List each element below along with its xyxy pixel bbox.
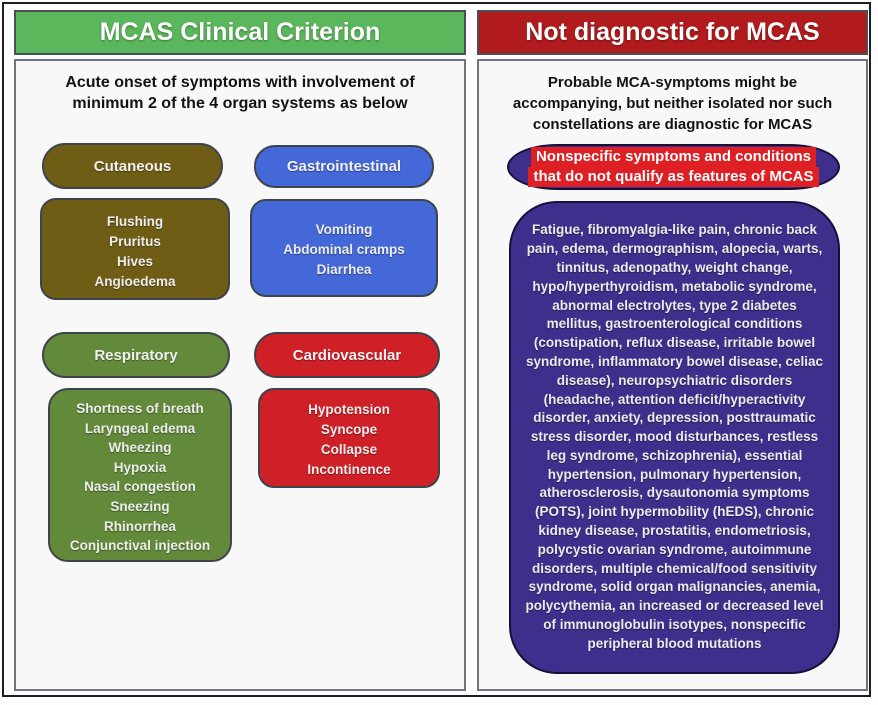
symptom-line: Shortness of breath bbox=[76, 401, 204, 416]
symptom-line: Nasal congestion bbox=[84, 479, 196, 495]
right-panel-title: Not diagnostic for MCAS bbox=[525, 18, 820, 46]
symptom-line: Incontinence bbox=[307, 462, 391, 477]
nonspecific-conditions-text: Fatigue, fibromyalgia-like pain, chronic… bbox=[525, 222, 824, 651]
symptom-line: Rhinorrhea bbox=[103, 518, 176, 534]
symptom-line: Flushing bbox=[106, 214, 164, 229]
left-panel-intro-text: Acute onset of symptoms with involvement… bbox=[65, 74, 415, 112]
symptom-line: Wheezing bbox=[108, 440, 172, 456]
symptom-line: Angioedema bbox=[94, 274, 176, 289]
respiratory-header-box: Respiratory bbox=[42, 332, 230, 378]
symptom-line: Vomiting bbox=[315, 222, 373, 237]
nonspecific-banner-line2: that do not qualify as features of MCAS bbox=[528, 167, 819, 187]
figure-border bbox=[2, 2, 871, 697]
symptom-line: Hives bbox=[116, 254, 154, 269]
left-panel-title: MCAS Clinical Criterion bbox=[99, 18, 381, 46]
right-panel-header: Not diagnostic for MCAS bbox=[477, 10, 868, 55]
not-diagnostic-panel: Probable MCA-symptoms might be accompany… bbox=[477, 59, 868, 691]
symptom-line: Abdominal cramps bbox=[283, 242, 405, 257]
nonspecific-banner-line1: Nonspecific symptoms and conditions bbox=[530, 147, 817, 167]
cardiovascular-header-box: Cardiovascular bbox=[254, 332, 440, 378]
cardiovascular-label: Cardiovascular bbox=[292, 346, 402, 364]
symptom-line: Diarrhea bbox=[316, 262, 372, 277]
gastrointestinal-header-box: Gastrointestinal bbox=[254, 145, 434, 188]
nonspecific-conditions-box: Fatigue, fibromyalgia-like pain, chronic… bbox=[509, 201, 840, 674]
right-panel-intro-text: Probable MCA-symptoms might be accompany… bbox=[512, 74, 833, 133]
respiratory-label: Respiratory bbox=[94, 346, 178, 364]
symptom-line: Conjunctival injection bbox=[69, 538, 211, 554]
symptom-line: Pruritus bbox=[109, 234, 161, 249]
symptom-line: Laryngeal edema bbox=[84, 420, 196, 436]
nonspecific-banner: Nonspecific symptoms and conditions that… bbox=[507, 144, 840, 190]
cutaneous-header-box: Cutaneous bbox=[42, 143, 223, 189]
mcas-criterion-panel: Acute onset of symptoms with involvement… bbox=[14, 59, 466, 691]
symptom-line: Collapse bbox=[320, 442, 378, 457]
symptom-line: Hypoxia bbox=[113, 459, 167, 475]
gastrointestinal-label: Gastrointestinal bbox=[286, 158, 402, 175]
symptom-line: Sneezing bbox=[110, 498, 170, 514]
symptom-line: Syncope bbox=[320, 422, 378, 437]
left-panel-header: MCAS Clinical Criterion bbox=[14, 10, 466, 55]
symptom-line: Hypotension bbox=[308, 402, 390, 417]
cutaneous-label: Cutaneous bbox=[93, 157, 172, 175]
